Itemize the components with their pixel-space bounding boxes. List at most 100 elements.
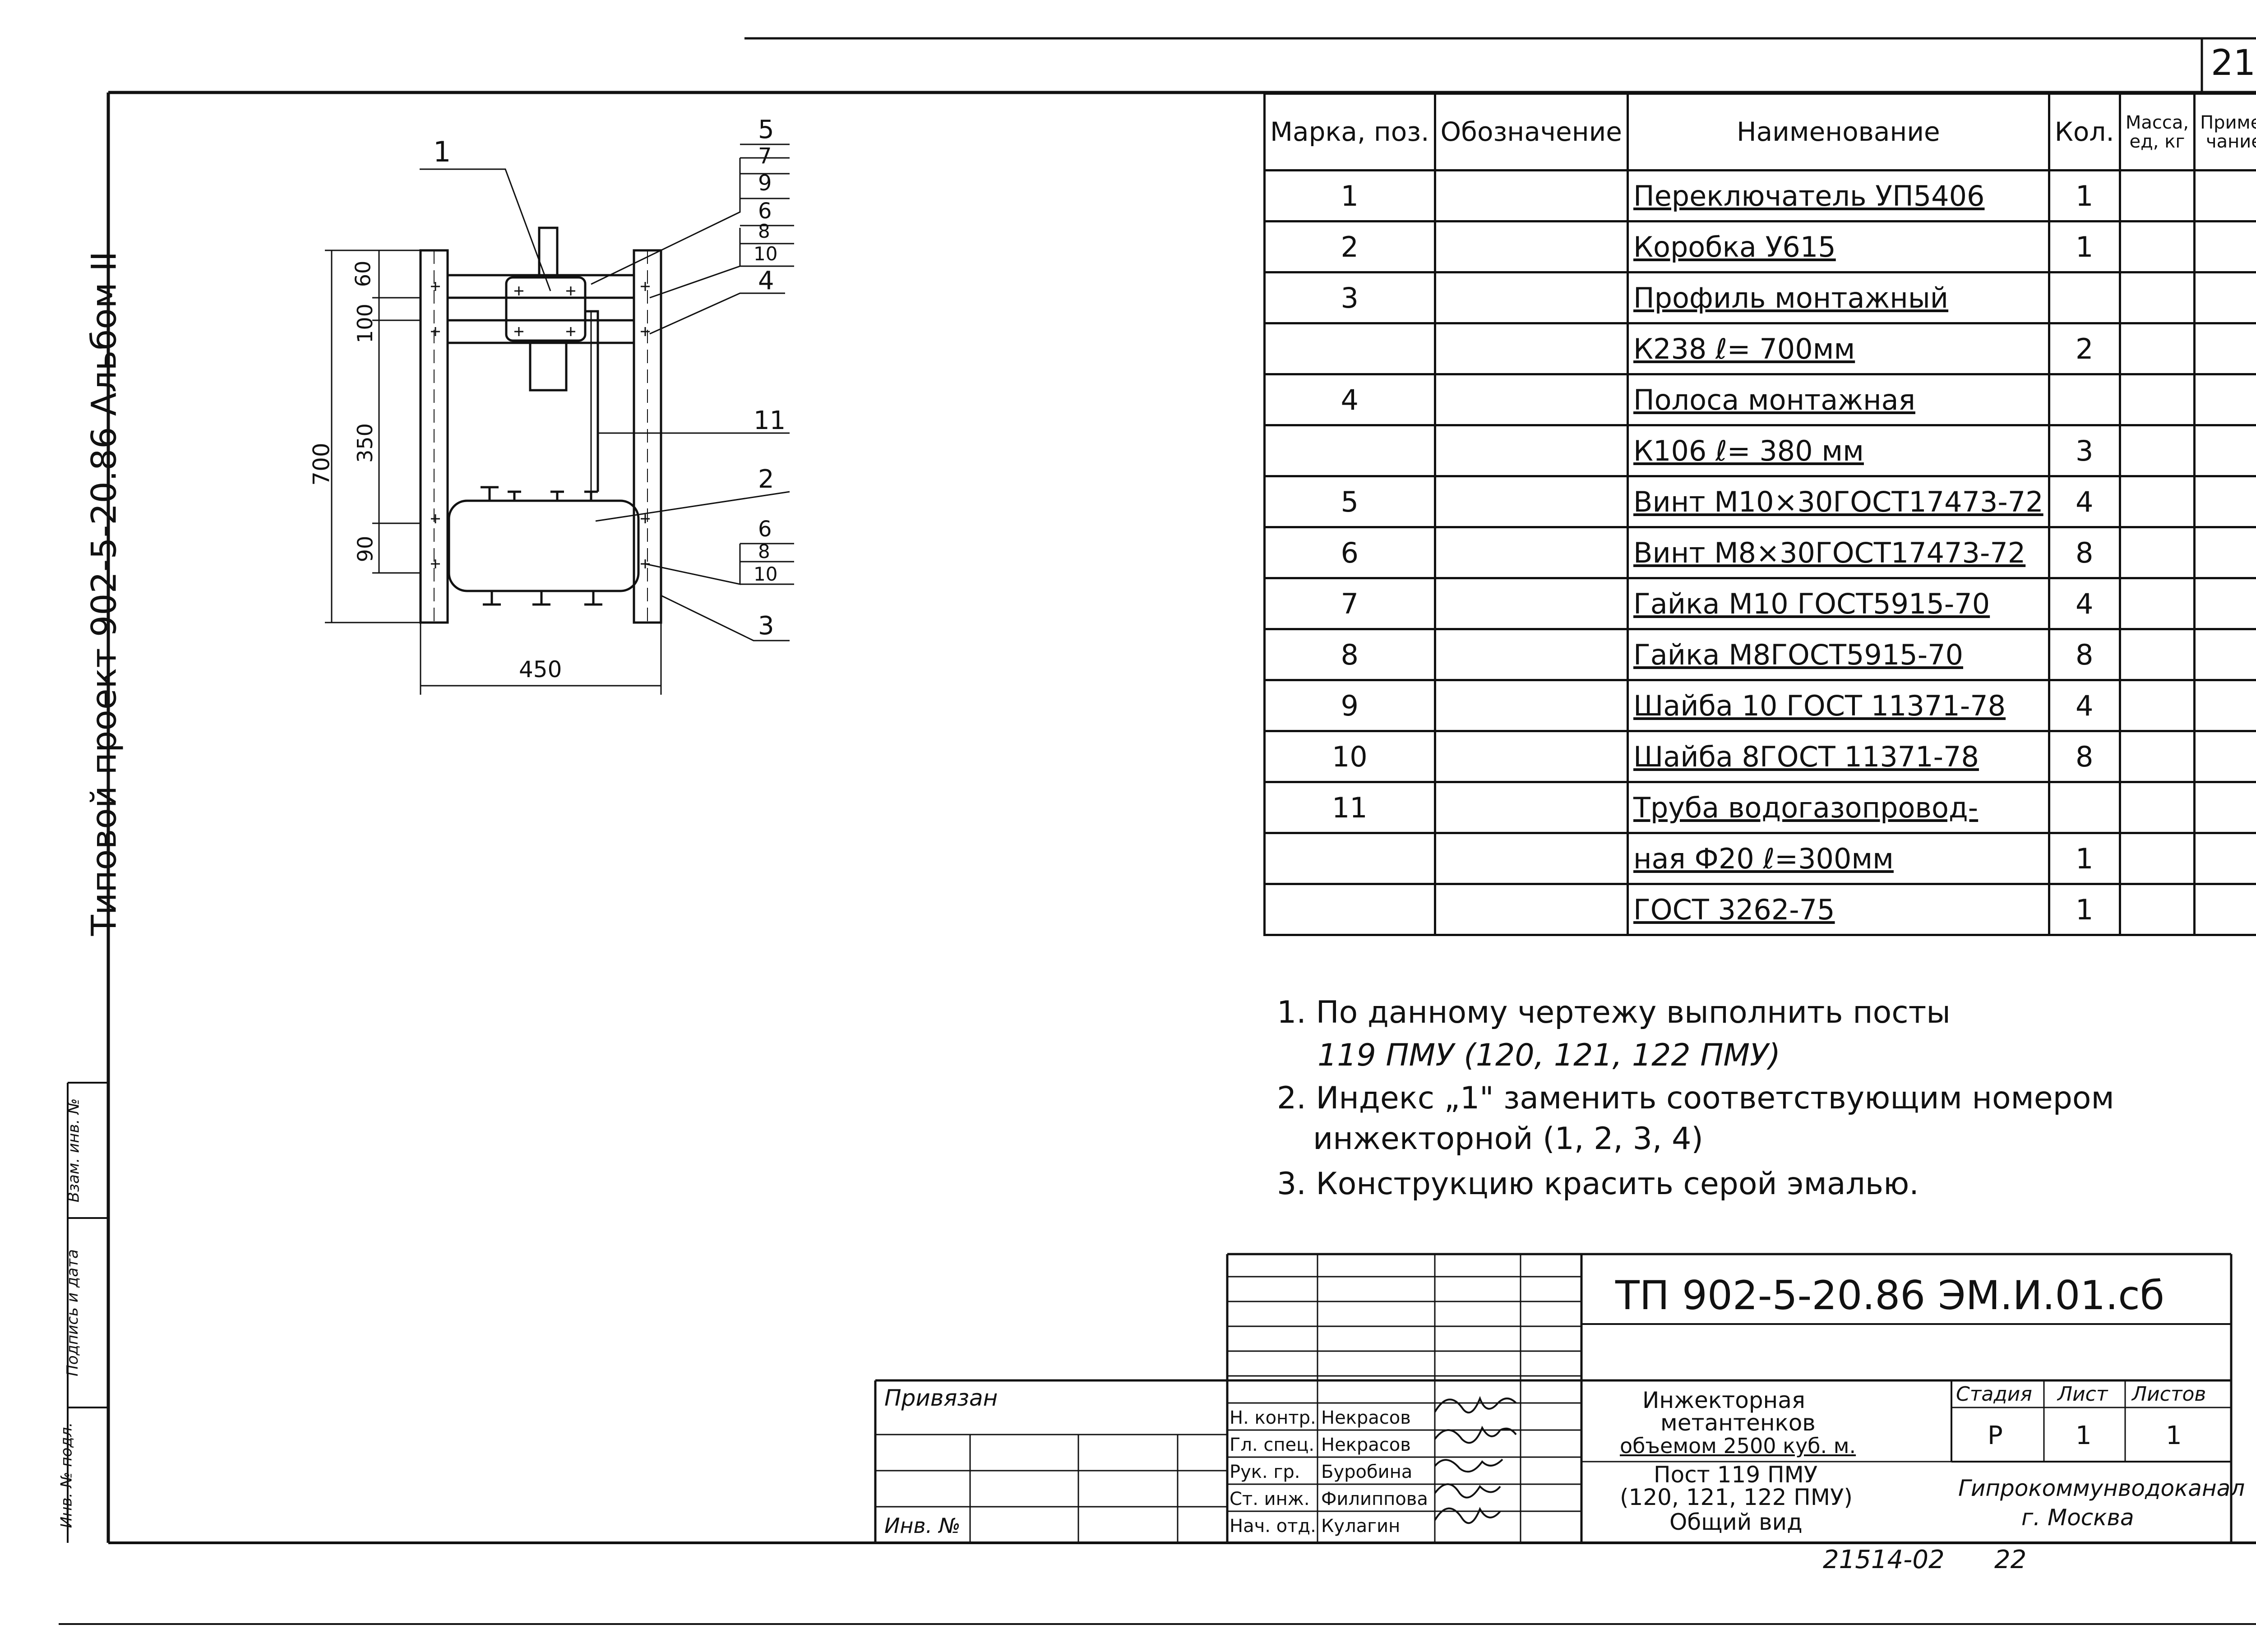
callout-8: 8 bbox=[758, 220, 770, 242]
spec-note bbox=[2193, 169, 2256, 222]
spec-designation bbox=[1433, 832, 1629, 885]
spec-note bbox=[2193, 526, 2256, 579]
spec-note bbox=[2193, 220, 2256, 273]
spec-pos bbox=[1263, 322, 1436, 375]
spec-name: Шайба 8ГОСТ 11371-78 bbox=[1627, 730, 2050, 783]
role-5: Нач. отд. bbox=[1230, 1516, 1316, 1537]
spec-pos bbox=[1263, 883, 1436, 936]
spec-name: Полоса монтажная bbox=[1627, 373, 2050, 426]
spec-designation bbox=[1433, 322, 1629, 375]
sheets-label: Листов bbox=[2132, 1383, 2206, 1406]
inventory-number: 21514-02 bbox=[1823, 1545, 1945, 1574]
dim-450: 450 bbox=[519, 656, 562, 683]
spec-pos: 4 bbox=[1263, 373, 1436, 426]
assembly-drawing bbox=[325, 143, 794, 695]
inv-label: Инв. № bbox=[884, 1514, 961, 1538]
spec-mass bbox=[2118, 883, 2196, 936]
spec-note bbox=[2193, 373, 2256, 426]
col-header-designation: Обозначение bbox=[1433, 92, 1629, 171]
role-2: Гл. спец. bbox=[1230, 1435, 1315, 1455]
stage-value: Р bbox=[1988, 1421, 2003, 1450]
spec-qty: 8 bbox=[2048, 730, 2121, 783]
role-name-3: Буробина bbox=[1321, 1462, 1413, 1482]
note-2: 2. Индекс „1" заменить соответствующим н… bbox=[1277, 1080, 2114, 1116]
stage-label: Стадия bbox=[1956, 1383, 2032, 1406]
spec-pos: 1 bbox=[1263, 169, 1436, 222]
spec-qty bbox=[2048, 781, 2121, 834]
spec-mass bbox=[2118, 577, 2196, 630]
spec-designation bbox=[1433, 424, 1629, 477]
spec-row: 4 Полоса монтажная bbox=[1263, 373, 2256, 426]
spec-mass bbox=[2118, 271, 2196, 324]
spec-note bbox=[2193, 322, 2256, 375]
spec-name: ная Ф20 ℓ=300мм bbox=[1627, 832, 2050, 885]
spec-note bbox=[2193, 475, 2256, 528]
privyazan-label: Привязан bbox=[884, 1385, 998, 1411]
spec-qty bbox=[2048, 271, 2121, 324]
spec-name: Профиль монтажный bbox=[1627, 271, 2050, 324]
description-line-2: метантенков bbox=[1660, 1410, 1816, 1436]
spec-qty: 8 bbox=[2048, 628, 2121, 681]
spec-name: Гайка М8ГОСТ5915-70 bbox=[1627, 628, 2050, 681]
side-field-podpis: Подпись и дата bbox=[63, 1249, 82, 1376]
role-4: Ст. инж. bbox=[1230, 1489, 1310, 1509]
spec-mass bbox=[2118, 781, 2196, 834]
spec-pos bbox=[1263, 832, 1436, 885]
spec-pos: 8 bbox=[1263, 628, 1436, 681]
organization-name: Гипрокоммунводоканал bbox=[1958, 1475, 2245, 1501]
side-title: Типовой проект 902-5-20.86 Альбом II bbox=[83, 251, 124, 936]
spec-mass bbox=[2118, 475, 2196, 528]
dim-90: 90 bbox=[353, 535, 378, 563]
callout-6b: 6 bbox=[758, 517, 772, 542]
spec-qty: 1 bbox=[2048, 832, 2121, 885]
spec-designation bbox=[1433, 628, 1629, 681]
spec-qty: 8 bbox=[2048, 526, 2121, 579]
specification-table: Марка, поз. Обозначение Наименование Кол… bbox=[1263, 92, 2256, 936]
spec-note bbox=[2193, 424, 2256, 477]
spec-mass bbox=[2118, 526, 2196, 579]
role-name-2: Некрасов bbox=[1321, 1435, 1411, 1455]
side-field-vzam: Взам. инв. № bbox=[65, 1098, 83, 1203]
col-header-mass: Масса, ед, кг bbox=[2118, 92, 2196, 171]
spec-pos bbox=[1263, 424, 1436, 477]
spec-designation bbox=[1433, 781, 1629, 834]
callout-11: 11 bbox=[754, 406, 786, 435]
format-number: 22 bbox=[1994, 1545, 2027, 1574]
signatures bbox=[1434, 1396, 1517, 1524]
spec-qty: 4 bbox=[2048, 679, 2121, 732]
description-line-5: (120, 121, 122 ПМУ) bbox=[1620, 1484, 1853, 1510]
spec-name: К238 ℓ= 700мм bbox=[1627, 322, 2050, 375]
note-2b: инжекторной (1, 2, 3, 4) bbox=[1313, 1121, 1703, 1157]
spec-note bbox=[2193, 628, 2256, 681]
callout-3: 3 bbox=[758, 611, 774, 641]
spec-mass bbox=[2118, 322, 2196, 375]
callout-5: 5 bbox=[758, 115, 774, 144]
sheet-value: 1 bbox=[2076, 1421, 2092, 1450]
col-header-note: Приме- чание bbox=[2193, 92, 2256, 171]
description-line-6: Общий вид bbox=[1669, 1509, 1803, 1535]
note-1b: 119 ПМУ (120, 121, 122 ПМУ) bbox=[1318, 1038, 1781, 1073]
spec-pos: 9 bbox=[1263, 679, 1436, 732]
role-name-4: Филиппова bbox=[1321, 1489, 1428, 1509]
spec-qty: 1 bbox=[2048, 883, 2121, 936]
spec-designation bbox=[1433, 883, 1629, 936]
description-line-3: объемом 2500 куб. м. bbox=[1620, 1434, 1856, 1458]
spec-designation bbox=[1433, 475, 1629, 528]
spec-designation bbox=[1433, 373, 1629, 426]
spec-header-row: Марка, поз. Обозначение Наименование Кол… bbox=[1263, 92, 2256, 171]
spec-name: Шайба 10 ГОСТ 11371-78 bbox=[1627, 679, 2050, 732]
spec-mass bbox=[2118, 424, 2196, 477]
page-number: 21 bbox=[2211, 43, 2256, 83]
spec-qty: 1 bbox=[2048, 169, 2121, 222]
note-3: 3. Конструкцию красить серой эмалью. bbox=[1277, 1166, 1919, 1202]
col-header-pos: Марка, поз. bbox=[1263, 92, 1436, 171]
